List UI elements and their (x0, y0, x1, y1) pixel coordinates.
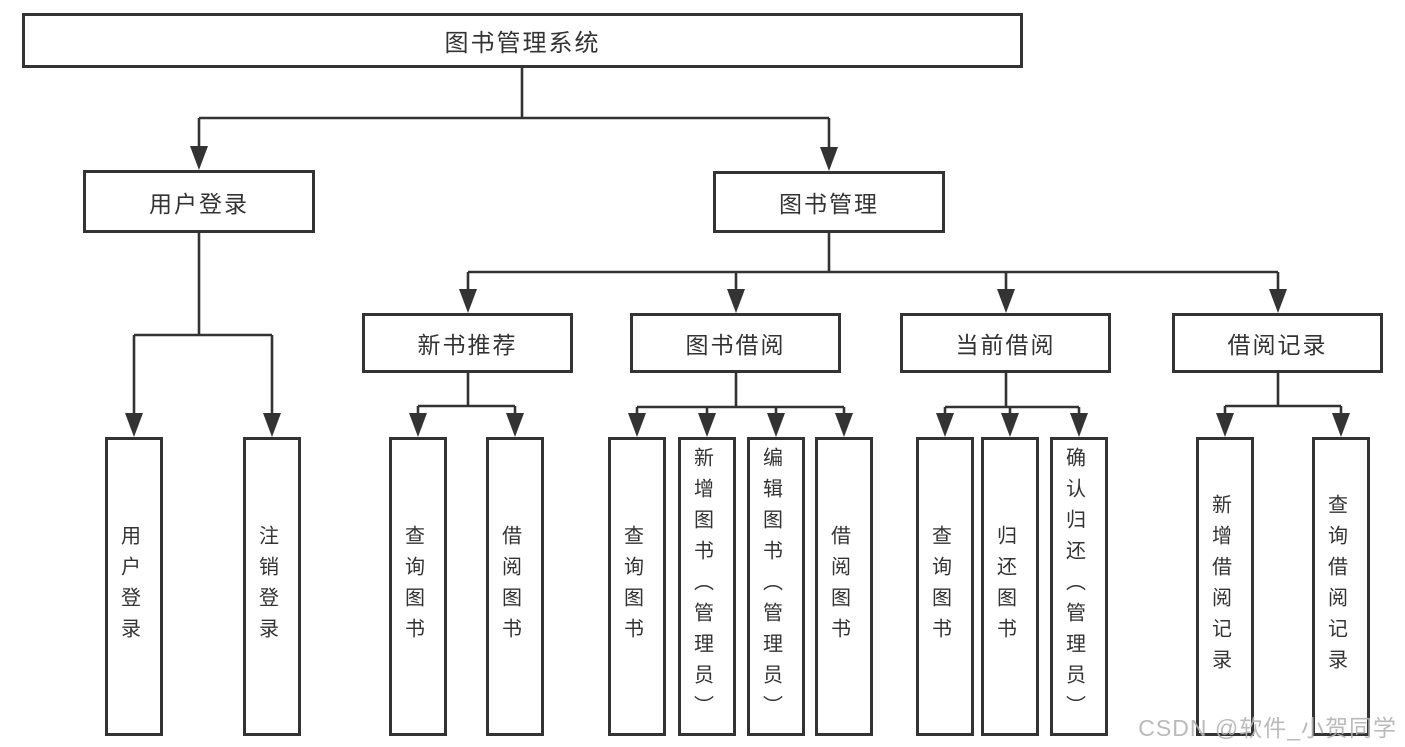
leaf-nb-query-books: 查询图书 (389, 437, 447, 736)
leaf-label: 查询图书 (928, 524, 951, 649)
node-current-borrowing: 当前借阅 (900, 313, 1111, 373)
leaf-label: 查询图书 (620, 524, 643, 649)
leaf-logout: 注销登录 (243, 437, 301, 736)
leaf-label: 查询图书 (401, 524, 424, 649)
leaf-bb-edit-books-admin: 编辑图书（管理员） (747, 437, 805, 736)
node-new-book-recommendation: 新书推荐 (362, 313, 573, 373)
leaf-label: 新增借阅记录 (1208, 493, 1231, 680)
node-label: 新书推荐 (417, 332, 518, 358)
leaf-bb-add-books-admin: 新增图书（管理员） (678, 437, 736, 736)
leaf-cb-confirm-return-admin: 确认归还（管理员） (1050, 437, 1108, 736)
node-user-login: 用户登录 (83, 170, 315, 233)
leaf-label: 编辑图书（管理员） (759, 447, 782, 726)
leaf-label: 注销登录 (255, 524, 278, 649)
leaf-label: 借阅图书 (498, 524, 521, 649)
leaf-label: 新增图书（管理员） (690, 447, 713, 726)
node-label: 图书借阅 (685, 332, 786, 358)
node-label: 图书管理系统 (444, 30, 601, 57)
leaf-bb-borrow-books: 借阅图书 (815, 437, 873, 736)
leaf-user-login: 用户登录 (105, 437, 163, 736)
leaf-label: 用户登录 (117, 524, 140, 649)
leaf-cb-return-books: 归还图书 (981, 437, 1039, 736)
node-label: 当前借阅 (955, 332, 1056, 358)
leaf-label: 查询借阅记录 (1324, 493, 1347, 680)
node-label: 用户登录 (149, 190, 249, 217)
leaf-label: 借阅图书 (827, 524, 850, 649)
leaf-label: 确认归还（管理员） (1062, 447, 1085, 726)
node-borrowing-records: 借阅记录 (1172, 313, 1383, 373)
leaf-bb-query-books: 查询图书 (608, 437, 666, 736)
node-book-management: 图书管理 (713, 171, 945, 233)
leaf-nb-borrow-books: 借阅图书 (486, 437, 544, 736)
leaf-label: 归还图书 (993, 524, 1016, 649)
node-book-borrowing: 图书借阅 (630, 313, 841, 373)
leaf-br-query-record: 查询借阅记录 (1312, 437, 1370, 736)
node-label: 图书管理 (779, 191, 879, 217)
watermark-text: CSDN @软件_小贺同学 (1138, 715, 1397, 741)
leaf-br-add-record: 新增借阅记录 (1196, 437, 1254, 736)
leaf-cb-query-books: 查询图书 (916, 437, 974, 736)
node-label: 借阅记录 (1227, 332, 1328, 358)
node-library-management-system: 图书管理系统 (22, 13, 1023, 68)
